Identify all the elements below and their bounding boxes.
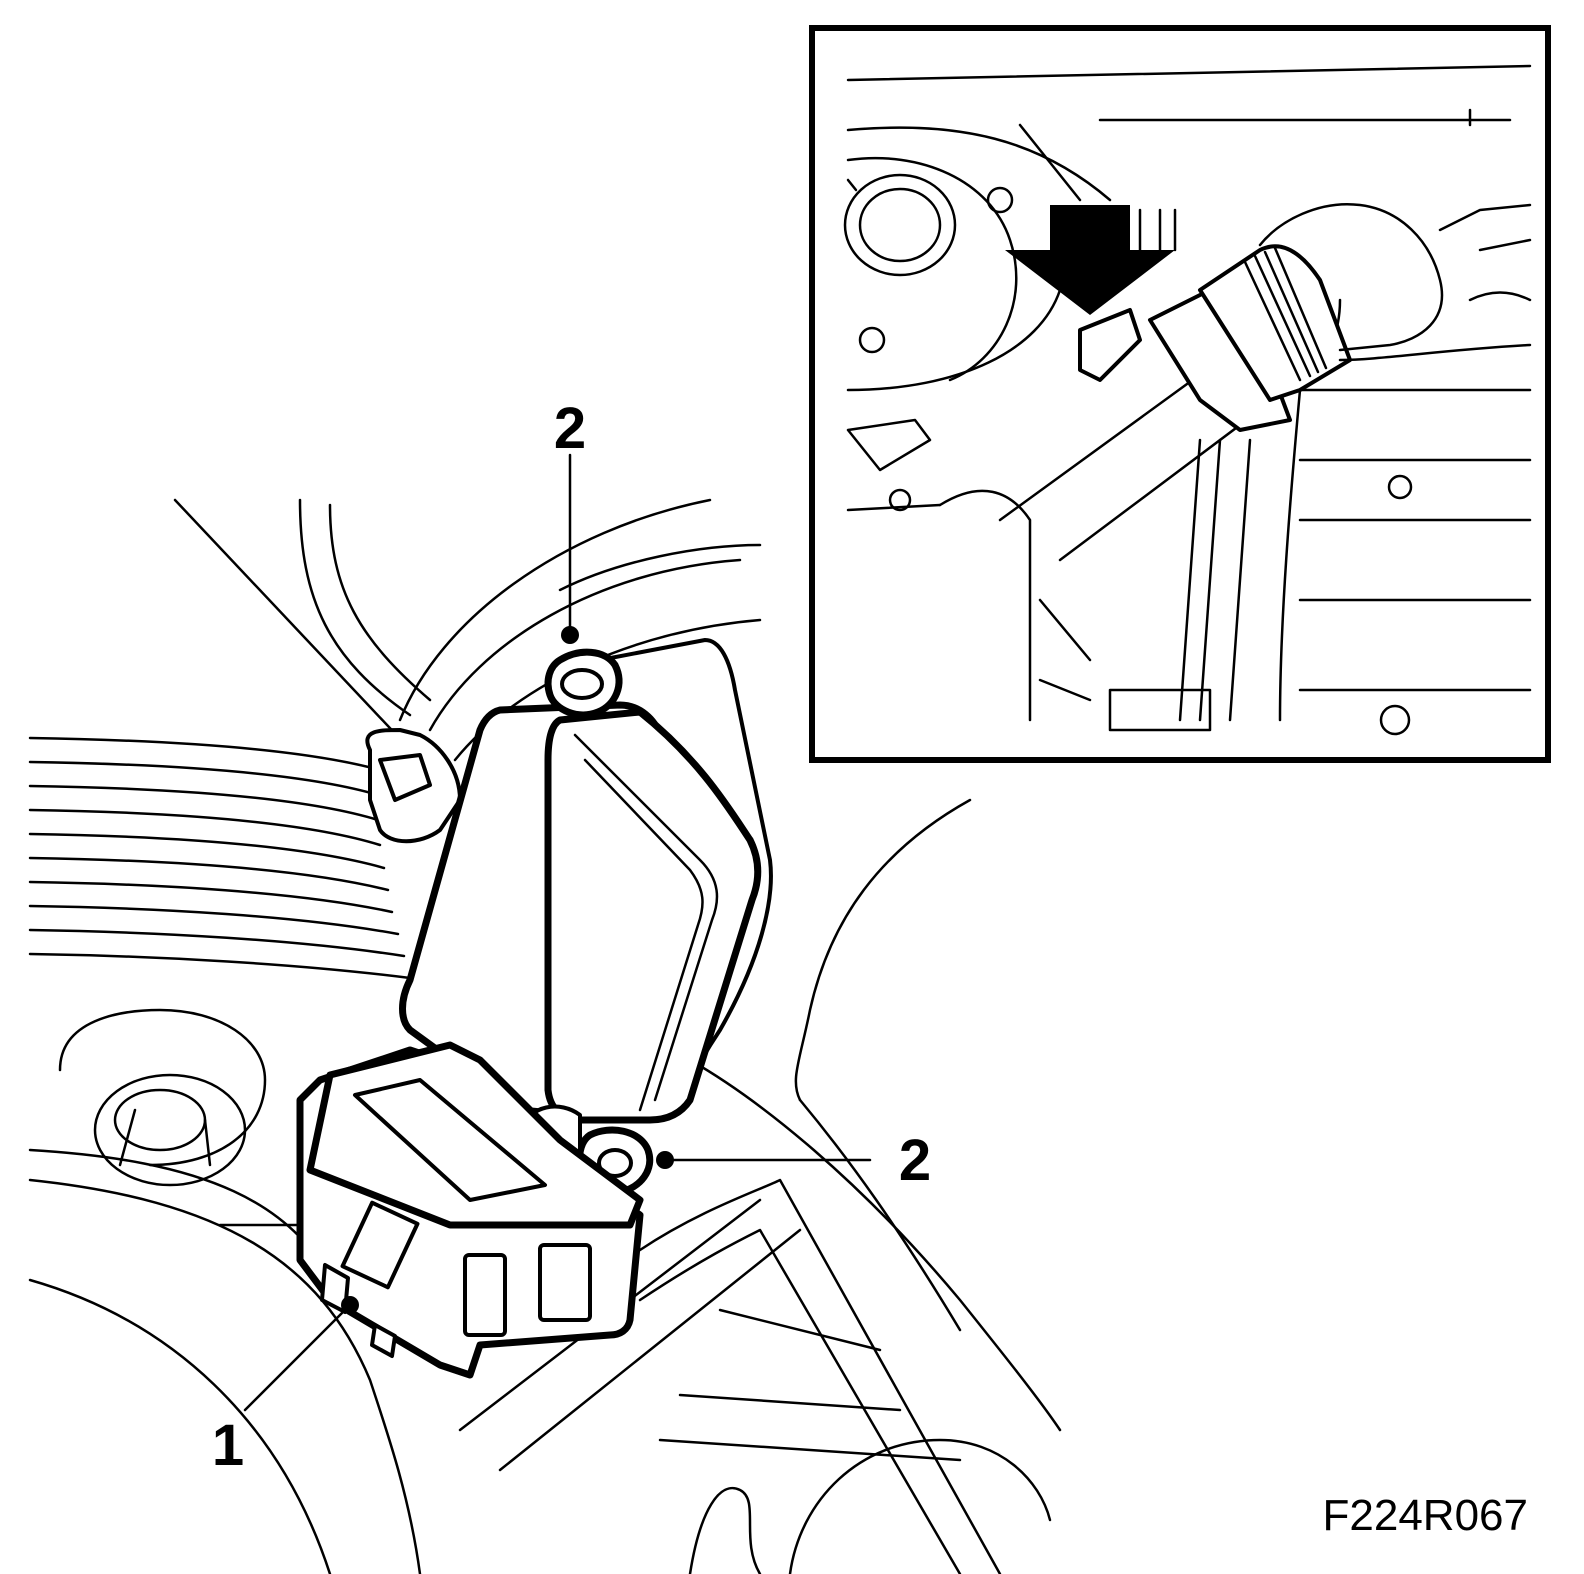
leader-dot-upper [561,626,579,644]
figure-code: F224R067 [1323,1491,1528,1540]
callout-2-lower: 2 [899,1128,931,1193]
callout-leaders [243,453,872,1412]
connector-plug [296,1041,644,1379]
leader-dot-lower [656,1151,674,1169]
leader-dot-connector [341,1296,359,1314]
callout-1: 1 [212,1413,244,1478]
control-module [399,648,762,1197]
callout-2-upper: 2 [554,396,586,461]
inset-view [809,25,1551,763]
down-arrow-icon [1005,205,1175,315]
